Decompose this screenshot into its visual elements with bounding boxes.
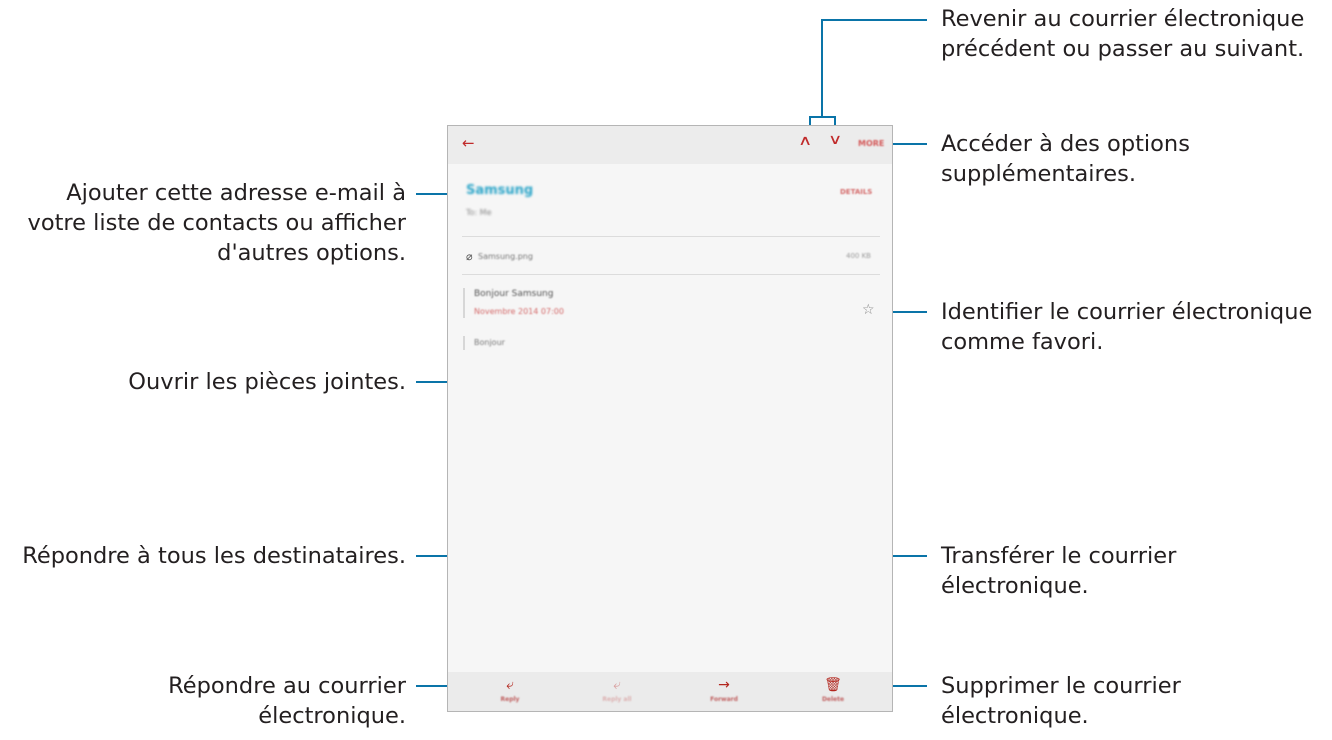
attachment-size: 400 KB [846, 252, 871, 260]
reply-all-label: Reply all [602, 696, 632, 703]
chevron-up-icon[interactable]: ∧ [797, 133, 813, 149]
more-button[interactable]: MORE [858, 139, 885, 148]
trash-icon: 🗑 [824, 677, 842, 693]
divider [462, 274, 880, 275]
callout-delete: Supprimer le courrier électronique. [941, 673, 1181, 729]
email-view-screen: ← ∧ ∨ MORE Samsung To: Me DETAILS ⌀ Sams… [447, 125, 893, 712]
leader-nav [821, 19, 927, 117]
callout-favorite: Identifier le courrier électronique comm… [941, 299, 1313, 355]
delete-button[interactable]: 🗑 Delete [798, 676, 868, 703]
reply-button[interactable]: ⤶ Reply [475, 676, 545, 703]
message-from: Bonjour Samsung [474, 289, 554, 299]
callout-nav-prev-next: Revenir au courrier électronique précéde… [941, 6, 1305, 62]
sender-name[interactable]: Samsung [466, 183, 534, 198]
body-indicator [463, 336, 465, 350]
reply-all-icon: ⤶ [613, 677, 621, 693]
callout-reply: Répondre au courrier électronique. [168, 673, 406, 729]
thread-indicator [463, 288, 465, 318]
reply-all-button[interactable]: ⤶ Reply all [582, 676, 652, 703]
attachment-name[interactable]: Samsung.png [478, 252, 533, 261]
app-bar: ← ∧ ∨ MORE [448, 126, 892, 164]
bottom-action-bar: ⤶ Reply ⤶ Reply all → Forward 🗑 Delete [448, 672, 892, 711]
forward-icon: → [718, 677, 730, 693]
chevron-down-icon[interactable]: ∨ [827, 132, 843, 148]
callout-reply-all: Répondre à tous les destinataires. [22, 543, 406, 569]
callout-add-contact: Ajouter cette adresse e-mail à votre lis… [27, 180, 407, 266]
star-outline-icon[interactable]: ☆ [862, 302, 875, 318]
recipient-line: To: Me [466, 208, 492, 217]
message-date: Novembre 2014 07:00 [474, 307, 564, 316]
forward-button[interactable]: → Forward [689, 676, 759, 703]
divider [462, 236, 880, 237]
forward-label: Forward [710, 696, 738, 703]
arrow-back-icon[interactable]: ← [462, 134, 475, 152]
message-body: Bonjour [474, 338, 505, 347]
details-button[interactable]: DETAILS [840, 188, 873, 196]
delete-label: Delete [821, 696, 845, 703]
reply-icon: ⤶ [506, 677, 514, 693]
reply-label: Reply [500, 696, 520, 703]
paperclip-icon[interactable]: ⌀ [466, 250, 473, 263]
callout-open-attachments: Ouvrir les pièces jointes. [128, 369, 406, 395]
callout-forward: Transférer le courrier électronique. [941, 543, 1177, 599]
callout-more-options: Accéder à des options supplémentaires. [941, 131, 1190, 187]
